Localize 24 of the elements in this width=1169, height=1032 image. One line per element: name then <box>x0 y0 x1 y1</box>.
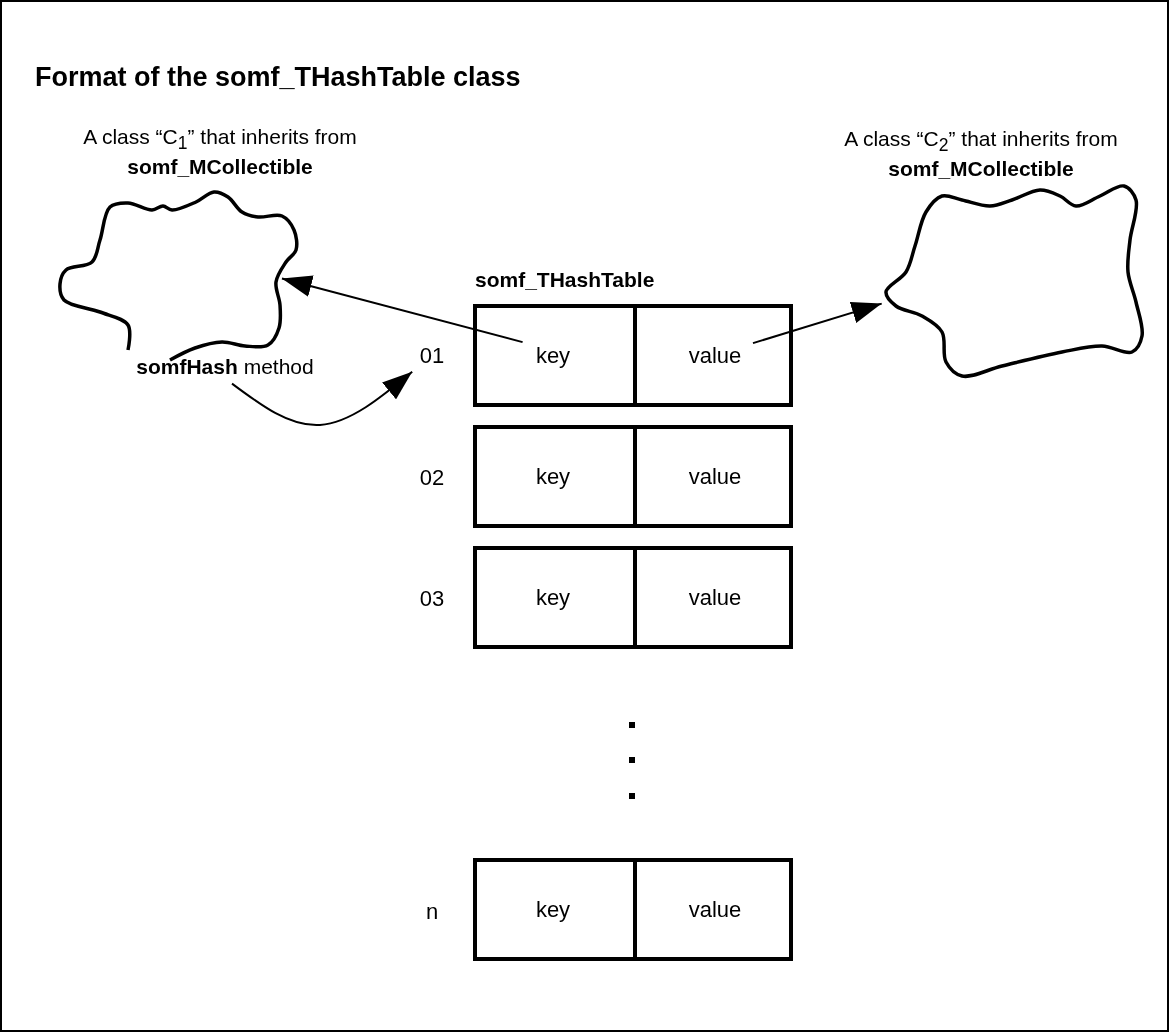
class-label: A class “C$_{2}$” that inherits from somf_MCollectible <box>843 127 1119 182</box>
table-row <box>473 546 793 649</box>
method-label: somfHash method <box>100 355 350 381</box>
table-row <box>473 304 793 407</box>
row-index: 01 <box>410 343 454 367</box>
arrow <box>280 275 524 344</box>
value-cell: value <box>633 546 793 649</box>
class-label: A class “C$_{1}$” that inherits from somf_MCollectible <box>82 125 358 180</box>
diagram-title: Format of the somf_THashTable class <box>35 62 521 93</box>
value-cell: value <box>633 858 793 961</box>
row-index: 02 <box>410 465 454 489</box>
arrow <box>231 370 414 426</box>
key-cell: key <box>473 546 633 649</box>
key-cell: key <box>473 425 633 528</box>
key-cell: key <box>473 304 633 407</box>
table-row <box>473 858 793 961</box>
table-row <box>473 425 793 528</box>
value-cell: value <box>633 425 793 528</box>
value-cell: value <box>633 304 793 407</box>
row-index: 03 <box>410 586 454 610</box>
row-index: n <box>410 899 454 923</box>
arrow <box>752 301 883 345</box>
key-cell: key <box>473 858 633 961</box>
table-name: somf_THashTable <box>475 268 655 292</box>
